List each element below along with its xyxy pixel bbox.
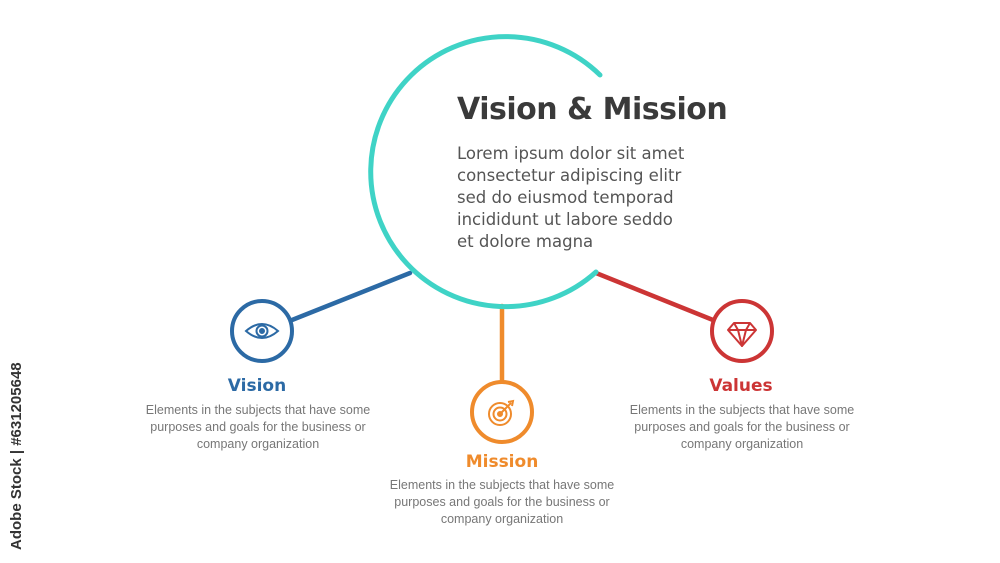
target-arrow-icon [488, 399, 515, 426]
eye-icon [244, 323, 280, 339]
vision-description: Elements in the subjects that have some … [145, 403, 371, 451]
stock-watermark: Adobe Stock | #631205648 [8, 362, 25, 550]
vision-title: Vision [227, 376, 287, 396]
values-title: Values [709, 376, 773, 396]
main-body-text: Lorem ipsum dolor sit amet consectetur a… [457, 144, 685, 251]
diamond-icon [727, 322, 757, 347]
main-ring [368, 34, 603, 310]
connector-values [593, 270, 716, 323]
connector-vision [289, 270, 413, 323]
main-title: Vision & Mission [457, 92, 728, 127]
mission-description: Elements in the subjects that have some … [389, 478, 615, 526]
mission-title: Mission [465, 452, 539, 472]
values-description: Elements in the subjects that have some … [629, 403, 855, 451]
